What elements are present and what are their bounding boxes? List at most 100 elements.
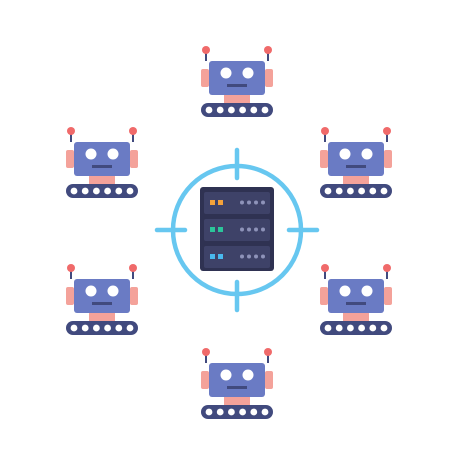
antenna-ball <box>264 348 272 356</box>
server-led <box>218 200 223 205</box>
robot-eye <box>107 148 119 160</box>
robot-eye <box>107 285 119 297</box>
robot-head <box>328 142 384 176</box>
robot-tread <box>201 103 273 117</box>
tread-wheel <box>335 187 343 195</box>
robot-ear <box>66 150 74 168</box>
robot-icon-lower-right <box>320 264 392 335</box>
server-vent-dot <box>254 227 258 232</box>
tread-wheel <box>70 324 78 332</box>
tread-wheel <box>335 324 343 332</box>
robot-eye <box>361 285 373 297</box>
server-led <box>210 227 215 232</box>
robot-tread <box>66 184 138 198</box>
antenna-ball <box>67 264 75 272</box>
robot-ear <box>265 371 273 389</box>
robot-icon-top <box>201 46 273 117</box>
server-led <box>218 254 223 259</box>
server-led <box>210 200 215 205</box>
server-vent-dot <box>261 254 265 259</box>
antenna-ball <box>383 127 391 135</box>
robot-eye <box>361 148 373 160</box>
robot-neck <box>89 313 115 321</box>
robot-mouth <box>346 165 366 168</box>
server-vent-dot <box>261 227 265 232</box>
robot-head <box>74 279 130 313</box>
robot-eye <box>242 67 254 79</box>
tread-wheel <box>250 106 258 114</box>
robot-neck <box>343 313 369 321</box>
antenna-ball <box>129 127 137 135</box>
antenna-ball <box>202 348 210 356</box>
server-led <box>218 227 223 232</box>
robot-head <box>328 279 384 313</box>
tread-wheel <box>324 324 332 332</box>
robot-tread <box>201 405 273 419</box>
robot-icon-upper-right <box>320 127 392 198</box>
server-vent-dot <box>240 227 244 232</box>
tread-wheel <box>250 408 258 416</box>
tread-wheel <box>358 324 365 332</box>
robot-neck <box>224 397 250 405</box>
tread-wheel <box>228 106 235 114</box>
tread-wheel <box>369 324 377 332</box>
robot-ear <box>320 150 328 168</box>
tread-wheel <box>81 324 89 332</box>
tread-wheel <box>104 324 111 332</box>
server-vent-dot <box>240 254 244 259</box>
robot-head <box>74 142 130 176</box>
antenna-ball <box>129 264 137 272</box>
tread-wheel <box>347 324 354 332</box>
tread-wheel <box>70 187 78 195</box>
robot-ear <box>384 150 392 168</box>
robot-ear <box>201 69 209 87</box>
robot-head <box>209 61 265 95</box>
tread-wheel <box>81 187 89 195</box>
tread-wheel <box>126 324 134 332</box>
robot-neck <box>343 176 369 184</box>
server-unit <box>204 246 270 268</box>
robot-eye <box>85 285 97 297</box>
tread-wheel <box>205 106 213 114</box>
robot-head <box>209 363 265 397</box>
server-vent-dot <box>247 227 251 232</box>
antenna-ball <box>264 46 272 54</box>
tread-wheel <box>347 187 354 195</box>
robot-mouth <box>227 84 247 87</box>
robot-mouth <box>92 302 112 305</box>
server-unit <box>204 219 270 241</box>
server-unit <box>204 192 270 214</box>
tread-wheel <box>104 187 111 195</box>
robot-icon-bottom <box>201 348 273 419</box>
robot-eye <box>220 369 232 381</box>
tread-wheel <box>93 324 100 332</box>
server-vent-dot <box>254 254 258 259</box>
tread-wheel <box>369 187 377 195</box>
tread-wheel <box>205 408 213 416</box>
antenna-ball <box>321 127 329 135</box>
tread-wheel <box>261 106 269 114</box>
robot-ear <box>130 150 138 168</box>
tread-wheel <box>115 187 123 195</box>
antenna-ball <box>321 264 329 272</box>
server-vent-dot <box>247 200 251 205</box>
tread-wheel <box>380 324 388 332</box>
robot-eye <box>85 148 97 160</box>
robot-neck <box>224 95 250 103</box>
robot-mouth <box>346 302 366 305</box>
robot-icon-upper-left <box>66 127 138 198</box>
robot-ear <box>320 287 328 305</box>
target-crosshair-icon <box>154 147 320 313</box>
antenna-ball <box>383 264 391 272</box>
server-vent-dot <box>261 200 265 205</box>
robot-ear <box>265 69 273 87</box>
robot-ear <box>130 287 138 305</box>
tread-wheel <box>380 187 388 195</box>
robot-tread <box>66 321 138 335</box>
robot-eye <box>220 67 232 79</box>
tread-wheel <box>216 408 224 416</box>
robot-tread <box>320 184 392 198</box>
tread-wheel <box>239 408 247 416</box>
tread-wheel <box>126 187 134 195</box>
